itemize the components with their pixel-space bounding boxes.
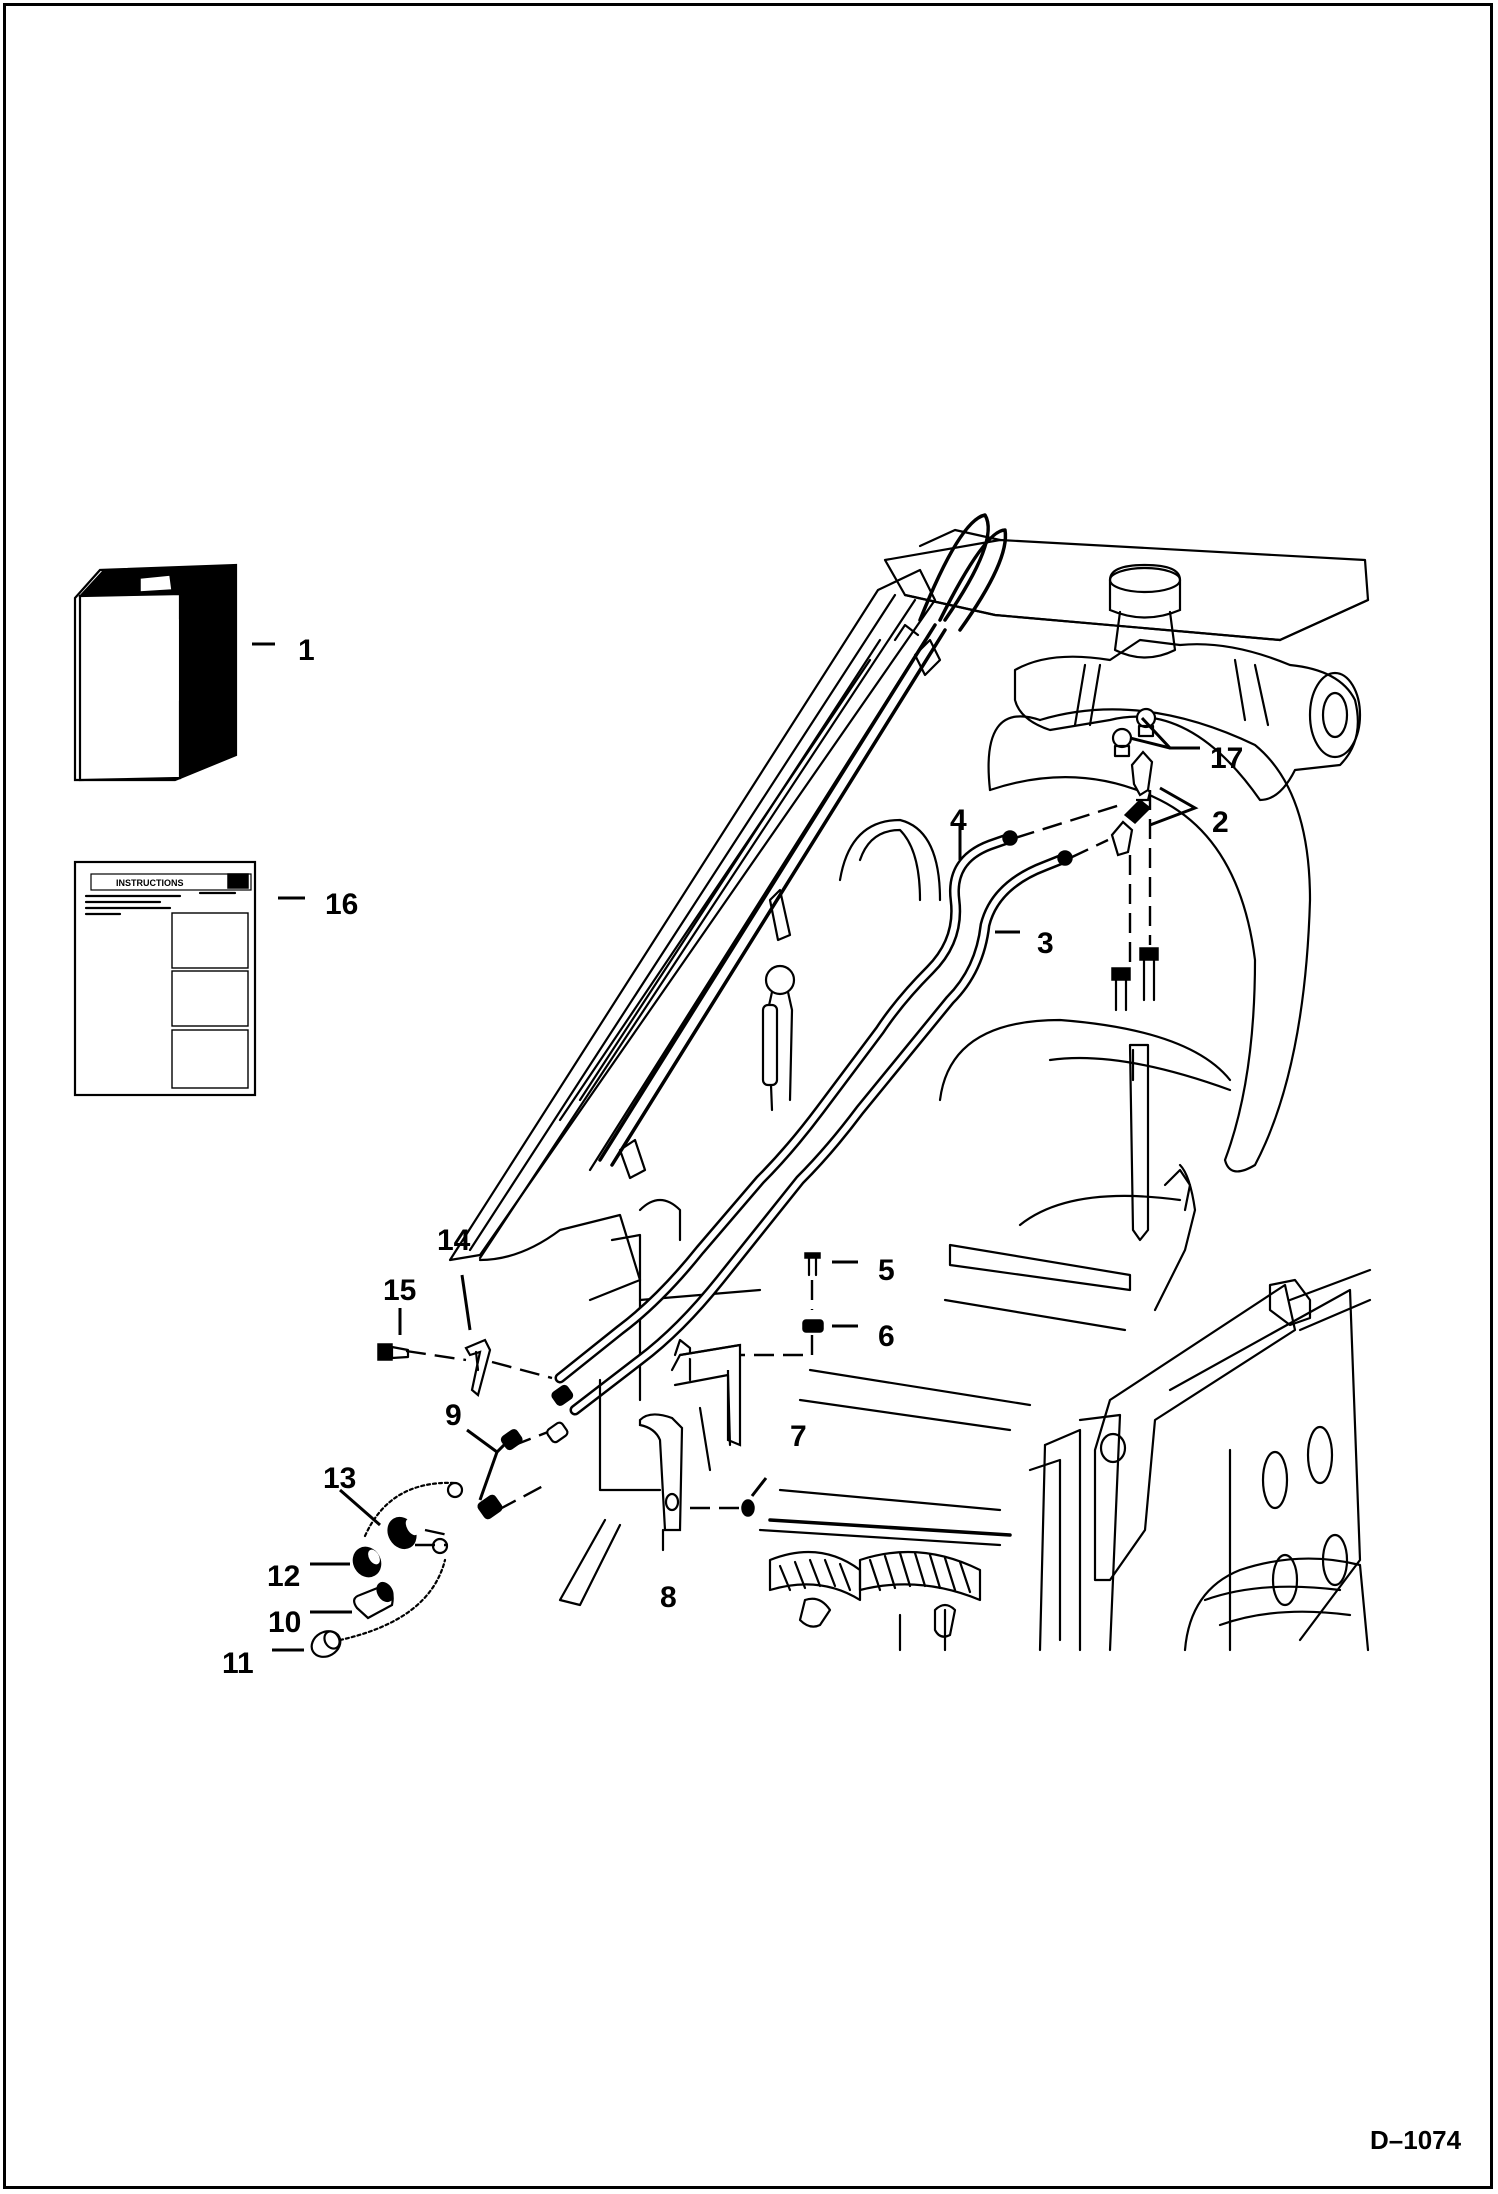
tube-end-fittings	[477, 1384, 574, 1520]
callout-7-leader	[750, 1477, 768, 1497]
callout-16: 16	[325, 888, 358, 921]
bracket-8	[638, 1338, 742, 1552]
chain-tether	[338, 1481, 464, 1642]
callout-3: 3	[1037, 927, 1054, 960]
coupler-dash	[415, 1528, 449, 1547]
hw-bracket-line	[598, 1378, 662, 1492]
callout-7: 7	[790, 1420, 807, 1453]
hydraulic-tube-3	[569, 850, 1073, 1416]
quick-coupler-13	[387, 1516, 419, 1550]
callout-10: 10	[268, 1606, 301, 1639]
callout-13: 13	[323, 1462, 356, 1495]
hw-9-dash-a	[511, 1430, 549, 1448]
callout-12: 12	[267, 1560, 300, 1593]
callout-4: 4	[950, 804, 967, 837]
hw-15-dash	[405, 1349, 467, 1362]
screw-15	[377, 1343, 410, 1361]
callout-9-leader-b	[478, 1451, 499, 1501]
callout-2: 2	[1212, 806, 1229, 839]
coupler-12	[352, 1546, 382, 1578]
coupler-10	[353, 1581, 394, 1620]
callout-13-leader	[339, 1488, 381, 1527]
callout-1: 1	[298, 634, 315, 667]
callout-8: 8	[660, 1581, 677, 1614]
callout-11: 11	[222, 1647, 254, 1680]
bolt-5	[804, 1252, 821, 1277]
callout-17-leader-b	[1129, 736, 1171, 750]
hydraulic-tube-4	[554, 830, 1018, 1384]
callout-9: 9	[445, 1399, 462, 1432]
dust-cap-11	[310, 1630, 342, 1658]
upper-dash-4	[1069, 838, 1109, 860]
callout-5: 5	[878, 1254, 895, 1287]
callout-14: 14	[437, 1224, 471, 1257]
callout-15: 15	[383, 1274, 416, 1307]
decal-kit-box-illustration	[73, 563, 238, 782]
skid-steer-loader-illustration	[448, 513, 1372, 1652]
lockwasher-6	[802, 1319, 824, 1333]
callout-6: 6	[878, 1320, 895, 1353]
instruction-sheet-illustration: INSTRUCTIONS	[73, 860, 257, 1097]
nut-7	[741, 1499, 755, 1517]
figure-id: D–1074	[1370, 2125, 1462, 2155]
callout-2-leader	[1149, 786, 1199, 827]
instruction-sheet-heading: INSTRUCTIONS	[116, 878, 184, 888]
callout-14-leader	[460, 1274, 472, 1331]
tee-fittings-upper	[1110, 707, 1157, 857]
clamp-14	[464, 1338, 492, 1397]
upper-dash-3	[1014, 803, 1121, 840]
hw-14-dash	[491, 1360, 553, 1380]
hw-9-dash-b	[497, 1483, 546, 1512]
callout-17: 17	[1210, 742, 1243, 775]
tee-fittings-lower	[1111, 947, 1159, 1012]
